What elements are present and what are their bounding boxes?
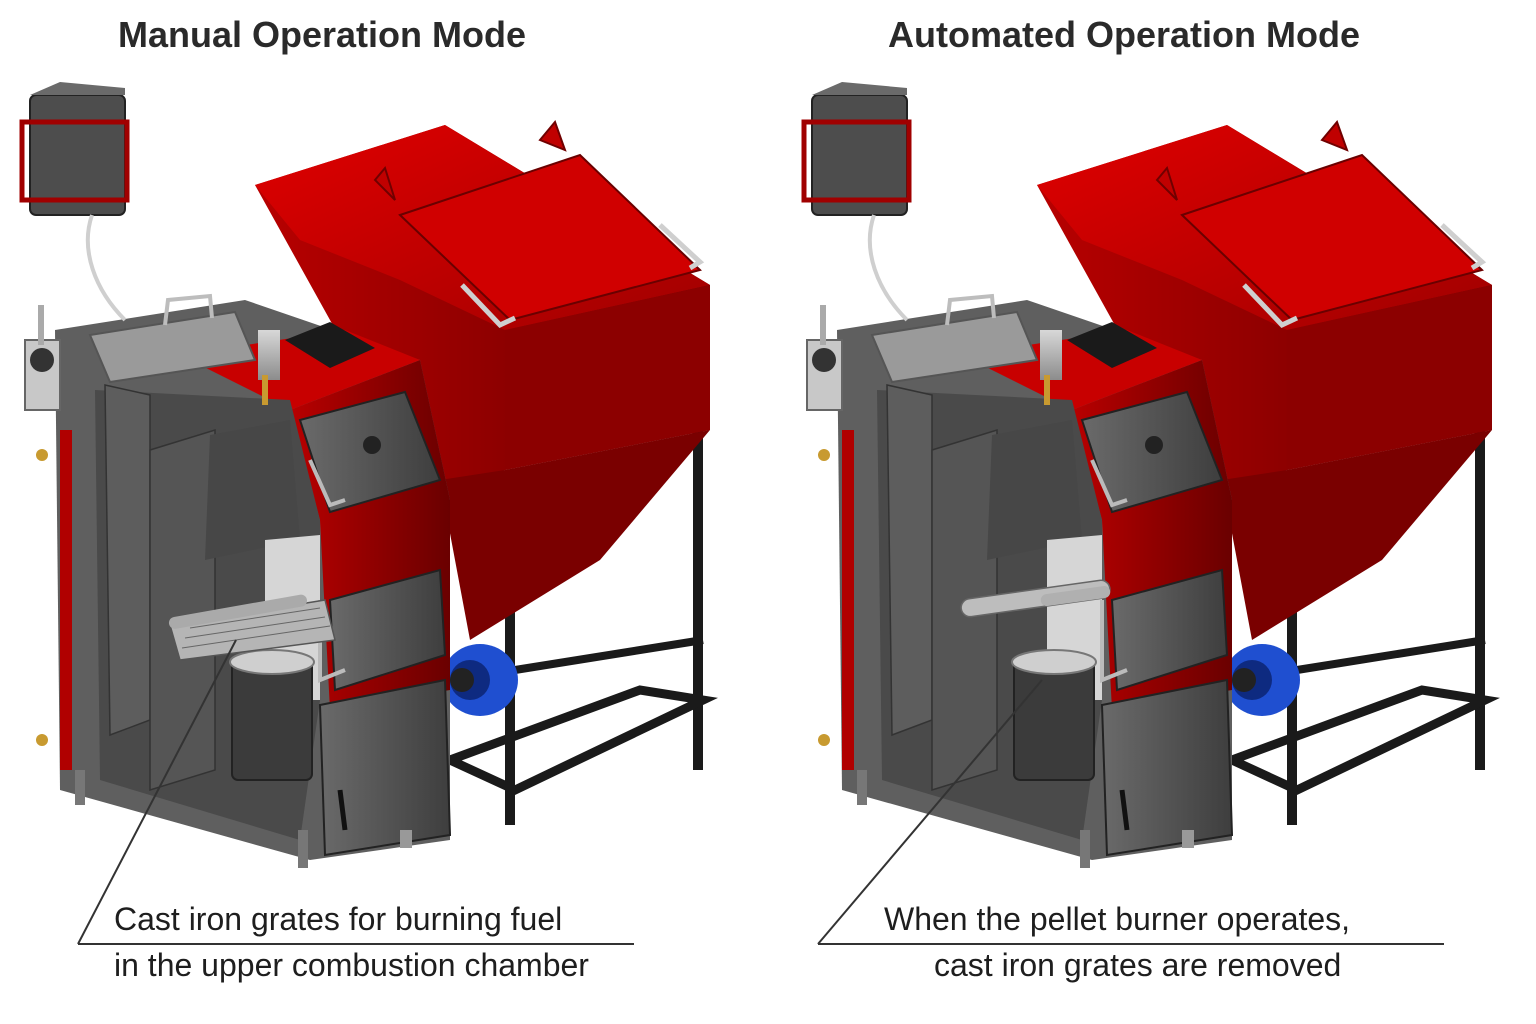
caption-manual-mode: Cast iron grates for burning fuel in the… [114,896,589,988]
caption-manual-line-2: in the upper combustion chamber [114,947,589,983]
title-automated-mode: Automated Operation Mode [888,14,1361,55]
boiler-automated-mode-drawing [804,82,1492,945]
cast-iron-grates [168,594,336,661]
caption-automated-mode: When the pellet burner operates, cast ir… [884,896,1350,988]
caption-automated-line-1: When the pellet burner operates, [884,901,1351,937]
caption-automated-line-2: cast iron grates are removed [934,947,1342,983]
boiler-manual-mode-drawing [22,82,710,945]
pellet-burner-tubes [960,579,1111,618]
caption-manual-line-1: Cast iron grates for burning fuel [114,901,563,937]
title-manual-mode: Manual Operation Mode [118,14,527,55]
